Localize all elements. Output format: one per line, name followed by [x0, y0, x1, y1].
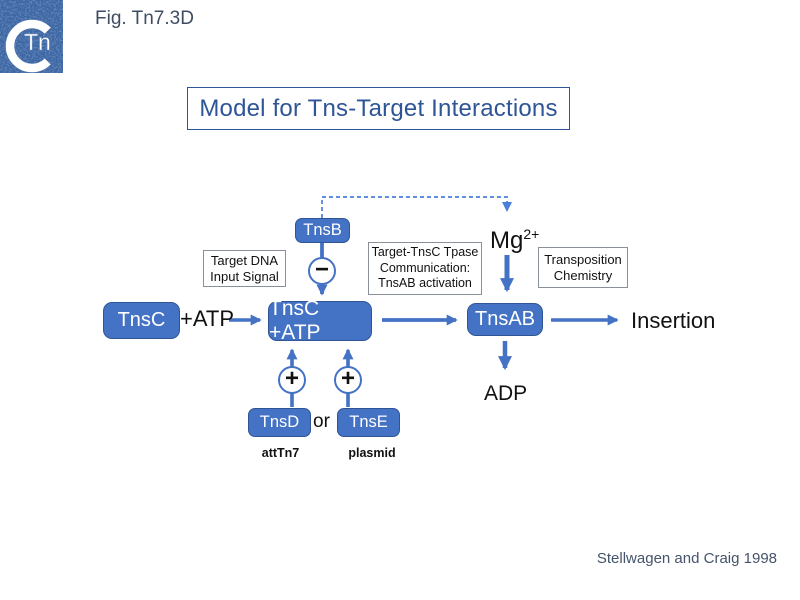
- figure-label: Fig. Tn7.3D: [95, 8, 194, 29]
- plus-icon: +: [340, 365, 355, 392]
- label-mg2plus: Mg2+: [490, 226, 540, 254]
- citation: Stellwagen and Craig 1998: [596, 550, 777, 567]
- logo-tn-text: Tn: [24, 29, 51, 55]
- minus-icon: −: [314, 256, 329, 283]
- label-or: or: [313, 411, 330, 432]
- label-plasmid: plasmid: [348, 446, 396, 460]
- node-tnse: TnsE: [337, 408, 400, 437]
- arrow-tnsb-feedback-to-mg: [321, 196, 512, 218]
- label-plus-atp: +ATP: [180, 306, 235, 331]
- note-target-tnsc-communication: Target-TnsC Tpase Communication: TnsAB a…: [368, 242, 482, 295]
- node-tnsab: TnsAB: [467, 303, 543, 336]
- node-tnsc: TnsC: [103, 302, 180, 339]
- label-atttn7: attTn7: [261, 446, 300, 460]
- note-transposition-chemistry: Transposition Chemistry: [538, 247, 628, 288]
- logo-c-ring: [5, 19, 59, 73]
- tn-logo: Tn: [0, 0, 63, 73]
- plus-regulation-circle-tnse: +: [334, 366, 362, 394]
- note-target-dna-input-signal: Target DNA Input Signal: [203, 250, 286, 287]
- plus-regulation-circle-tnsd: +: [278, 366, 306, 394]
- label-insertion: Insertion: [631, 308, 716, 333]
- node-tnsc-atp: TnsC +ATP: [268, 297, 372, 344]
- plus-icon: +: [284, 365, 299, 392]
- slide-title: Model for Tns-Target Interactions: [187, 87, 570, 130]
- label-adp: ADP: [484, 382, 528, 405]
- node-tnsd: TnsD: [248, 408, 311, 437]
- minus-regulation-circle: −: [308, 257, 336, 285]
- node-tnsb: TnsB: [295, 218, 350, 243]
